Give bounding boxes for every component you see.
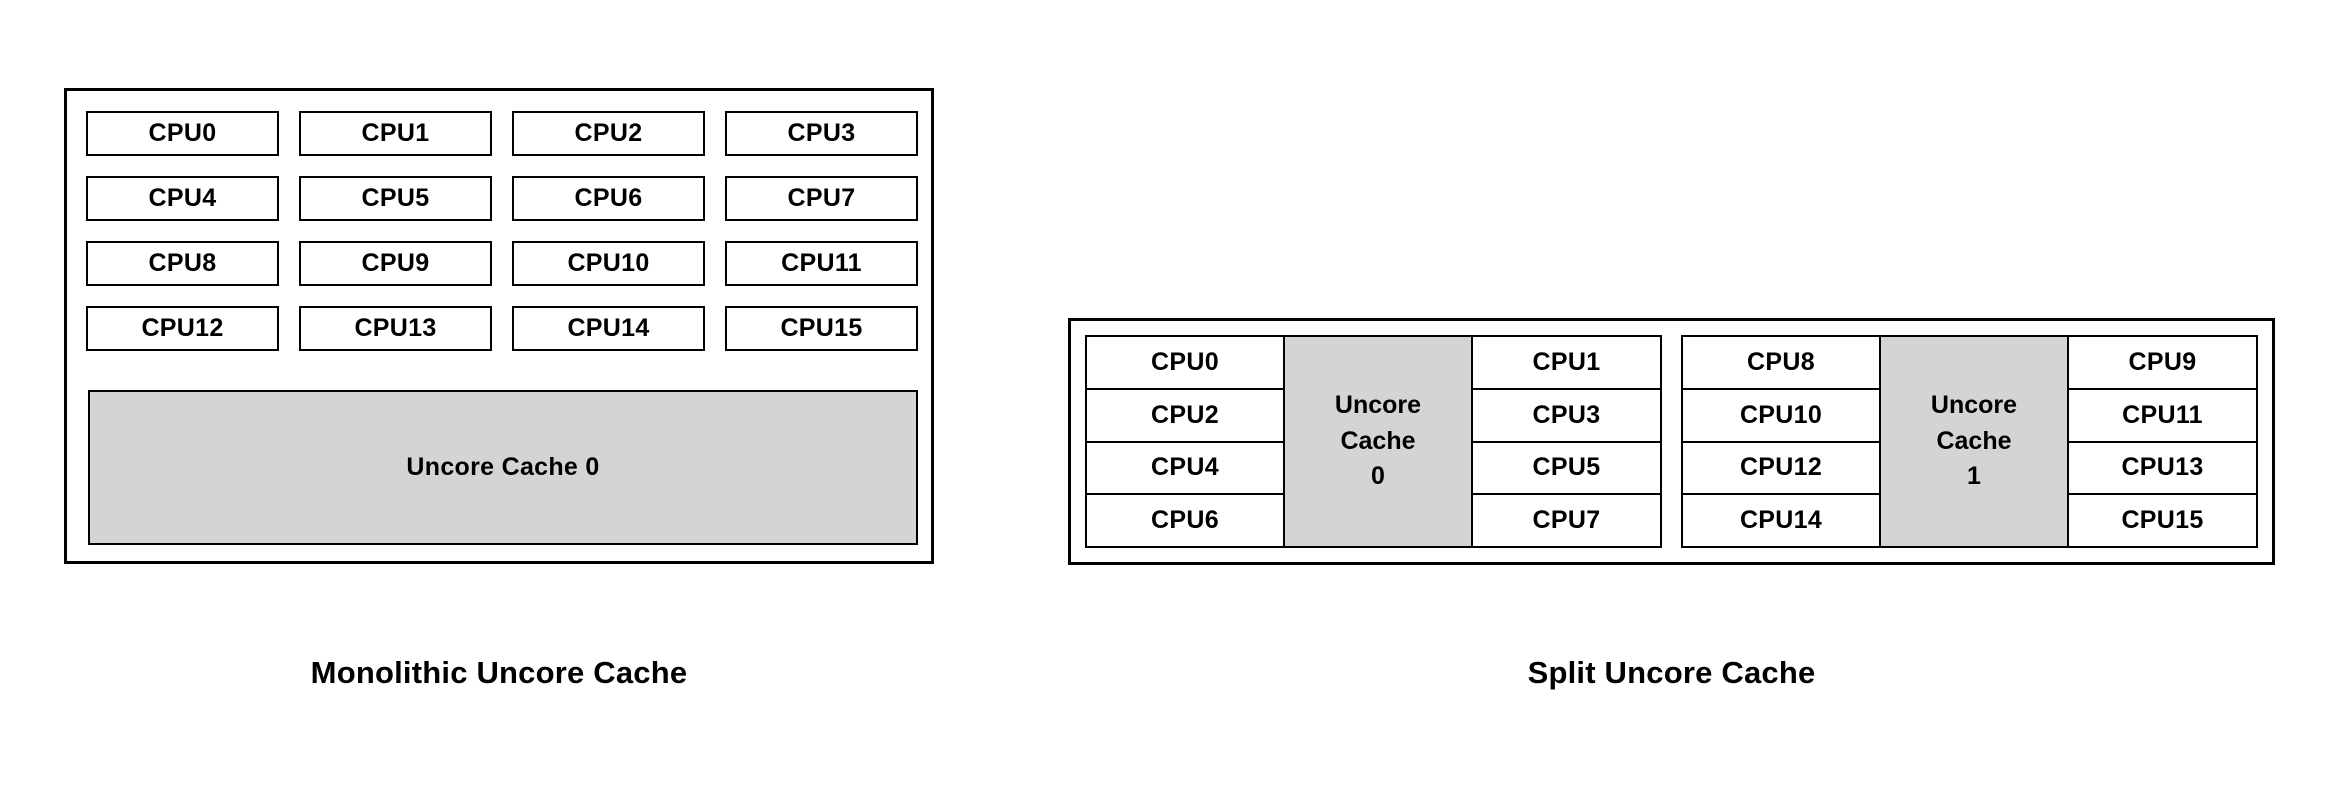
cpu-box: CPU15: [2067, 493, 2258, 548]
cpu-box: CPU13: [299, 306, 492, 351]
cpu-box: CPU14: [1681, 493, 1881, 548]
cpu-box: CPU11: [2067, 387, 2258, 443]
cpu-column-right: CPU1 CPU3 CPU5 CPU7: [1471, 335, 1662, 548]
cpu-box: CPU10: [512, 241, 705, 286]
cpu-box: CPU14: [512, 306, 705, 351]
cpu-box: CPU8: [86, 241, 279, 286]
uncore-cache-label-line: Cache: [1340, 426, 1416, 455]
cpu-box: CPU5: [299, 176, 492, 221]
cpu-column-left: CPU0 CPU2 CPU4 CPU6: [1085, 335, 1285, 548]
cpu-box: CPU0: [1085, 335, 1285, 390]
cpu-box: CPU2: [512, 111, 705, 156]
cpu-box: CPU2: [1085, 387, 1285, 443]
cpu-box: CPU6: [1085, 493, 1285, 548]
split-uncore-diagram: CPU0 CPU2 CPU4 CPU6 Uncore Cache 0 CPU1 …: [1068, 318, 2275, 565]
monolithic-cpu-grid: CPU0 CPU1 CPU2 CPU3 CPU4 CPU5 CPU6 CPU7 …: [86, 111, 918, 351]
uncore-cache-label-line: Uncore: [1930, 391, 2018, 420]
split-cache-group: CPU8 CPU10 CPU12 CPU14 Uncore Cache 1 CP…: [1681, 335, 2258, 548]
cpu-box: CPU4: [86, 176, 279, 221]
cpu-box: CPU6: [512, 176, 705, 221]
monolithic-uncore-diagram: CPU0 CPU1 CPU2 CPU3 CPU4 CPU5 CPU6 CPU7 …: [64, 88, 934, 564]
monolithic-caption: Monolithic Uncore Cache: [310, 655, 688, 690]
cpu-box: CPU1: [1471, 335, 1662, 390]
uncore-cache-block: Uncore Cache 0: [88, 390, 918, 545]
cpu-box: CPU7: [725, 176, 918, 221]
cpu-box: CPU13: [2067, 440, 2258, 496]
split-caption: Split Uncore Cache: [1527, 655, 1816, 690]
uncore-cache-label-line: 1: [1967, 462, 1981, 491]
cpu-box: CPU7: [1471, 493, 1662, 548]
cpu-box: CPU0: [86, 111, 279, 156]
cpu-box: CPU1: [299, 111, 492, 156]
cpu-box: CPU10: [1681, 387, 1881, 443]
cpu-box: CPU8: [1681, 335, 1881, 390]
cpu-box: CPU12: [86, 306, 279, 351]
cpu-box: CPU5: [1471, 440, 1662, 496]
split-cache-group: CPU0 CPU2 CPU4 CPU6 Uncore Cache 0 CPU1 …: [1085, 335, 1662, 548]
uncore-cache-label-line: Cache: [1936, 426, 2012, 455]
cpu-box: CPU3: [1471, 387, 1662, 443]
cpu-box: CPU9: [299, 241, 492, 286]
cpu-box: CPU15: [725, 306, 918, 351]
cpu-box: CPU9: [2067, 335, 2258, 390]
split-groups-container: CPU0 CPU2 CPU4 CPU6 Uncore Cache 0 CPU1 …: [1085, 335, 2258, 548]
cpu-box: CPU3: [725, 111, 918, 156]
cpu-box: CPU12: [1681, 440, 1881, 496]
uncore-cache-label-line: Uncore: [1334, 391, 1422, 420]
uncore-cache-label-line: 0: [1371, 462, 1385, 491]
uncore-cache-block: Uncore Cache 1: [1879, 335, 2069, 548]
cpu-box: CPU4: [1085, 440, 1285, 496]
uncore-cache-block: Uncore Cache 0: [1283, 335, 1473, 548]
cpu-box: CPU11: [725, 241, 918, 286]
cpu-column-right: CPU9 CPU11 CPU13 CPU15: [2067, 335, 2258, 548]
cpu-column-left: CPU8 CPU10 CPU12 CPU14: [1681, 335, 1881, 548]
